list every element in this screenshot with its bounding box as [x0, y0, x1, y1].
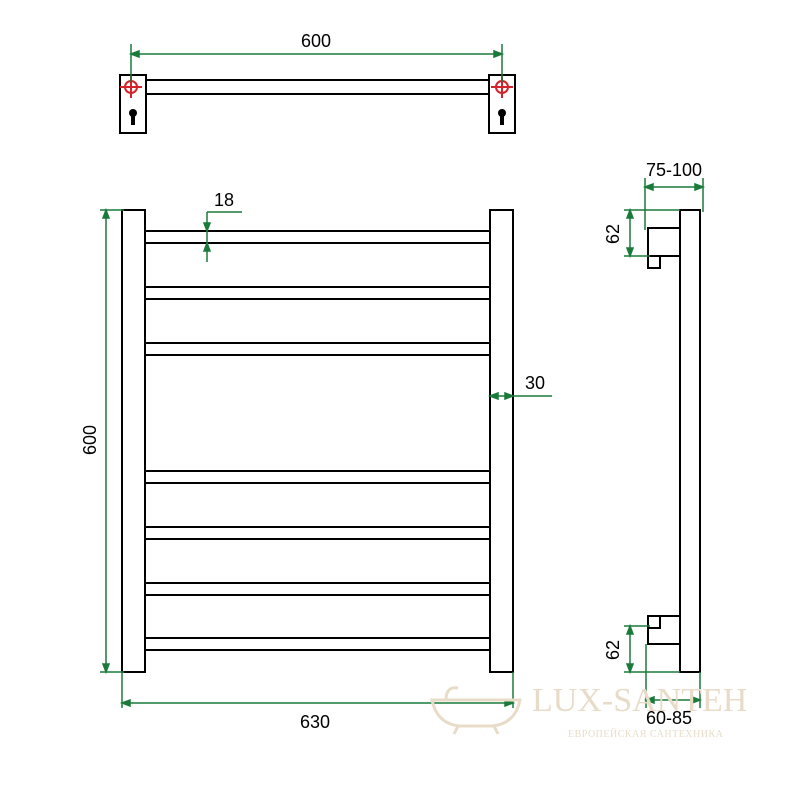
offset-label: 30: [525, 373, 545, 393]
side-depth-bottom-label: 60-85: [646, 708, 692, 728]
rung-spacing-label: 18: [214, 190, 234, 210]
left-keyhole-icon: [129, 109, 137, 125]
top-rail-bar: [145, 79, 490, 95]
height-label: 600: [80, 425, 100, 455]
side-depth-bottom-dimension: [643, 644, 703, 708]
rung: [144, 286, 491, 300]
side-mount-top-label: 62: [603, 224, 623, 244]
side-mount-top-dimension: [624, 207, 680, 259]
rung: [144, 230, 491, 244]
side-view: [647, 209, 701, 673]
rung: [144, 637, 491, 651]
height-dimension: [100, 207, 124, 675]
side-upright: [679, 209, 701, 673]
bathtub-logo-icon: [430, 686, 522, 735]
top-view: [119, 74, 516, 134]
bottom-width-label: 630: [300, 712, 330, 732]
rungs: [144, 230, 491, 651]
top-width-dimension: [128, 44, 505, 82]
rung: [144, 582, 491, 596]
bottom-mount-block: [647, 615, 681, 645]
side-depth-top-dimension: [642, 178, 706, 230]
front-view: [121, 209, 514, 673]
bottom-width-dimension: [119, 672, 516, 708]
rung: [144, 342, 491, 356]
bottom-mount-cap: [647, 615, 661, 629]
top-mount-cap: [647, 255, 661, 269]
right-keyhole-icon: [498, 109, 506, 125]
rung: [144, 526, 491, 540]
side-mount-bottom-label: 62: [603, 640, 623, 660]
offset-dimension: [487, 391, 552, 401]
left-wall-bracket: [119, 74, 147, 134]
top-width-label: 600: [301, 31, 331, 51]
rung: [144, 470, 491, 484]
top-mount-block: [647, 227, 681, 257]
right-upright: [489, 209, 514, 673]
side-depth-top-label: 75-100: [646, 160, 702, 180]
watermark-brand: LUX-SANTEH: [532, 682, 747, 719]
watermark-tagline: ЕВРОПЕЙСКАЯ САНТЕХНИКА: [568, 728, 724, 740]
left-upright: [121, 209, 146, 673]
watermark: LUX-SANTEH ЕВРОПЕЙСКАЯ САНТЕХНИКА: [430, 682, 747, 740]
side-mount-bottom-dimension: [624, 623, 680, 675]
rung-spacing-dimension: [202, 211, 242, 262]
